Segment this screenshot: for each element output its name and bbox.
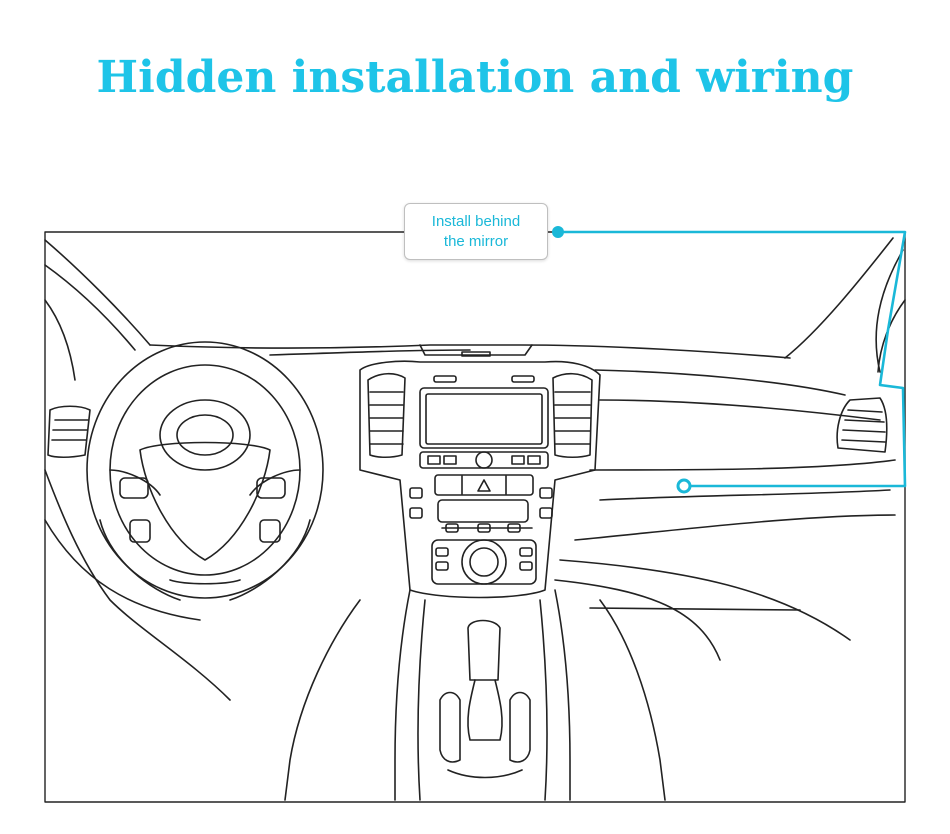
- head-unit-screen: [419, 387, 549, 449]
- steering-wheel-outer: [86, 341, 324, 599]
- illustration-frame: [44, 231, 906, 803]
- right-a-pillar: [784, 237, 894, 359]
- wire-endpoint-mirror: [552, 226, 564, 238]
- right-vent: [836, 397, 888, 453]
- install-location-callout: Install behind the mirror: [404, 203, 548, 260]
- left-a-pillar: [44, 239, 151, 346]
- page-title: Hidden installation and wiring: [96, 52, 854, 103]
- wire-endpoint-dash: [676, 478, 692, 494]
- gear-shift: [467, 619, 501, 681]
- callout-line-1: Install behind: [431, 212, 521, 230]
- wiring-route: [556, 230, 907, 488]
- center-console: [359, 360, 601, 599]
- left-vent: [47, 405, 91, 459]
- dashboard-top: [149, 344, 791, 359]
- callout-line-2: the mirror: [443, 232, 509, 250]
